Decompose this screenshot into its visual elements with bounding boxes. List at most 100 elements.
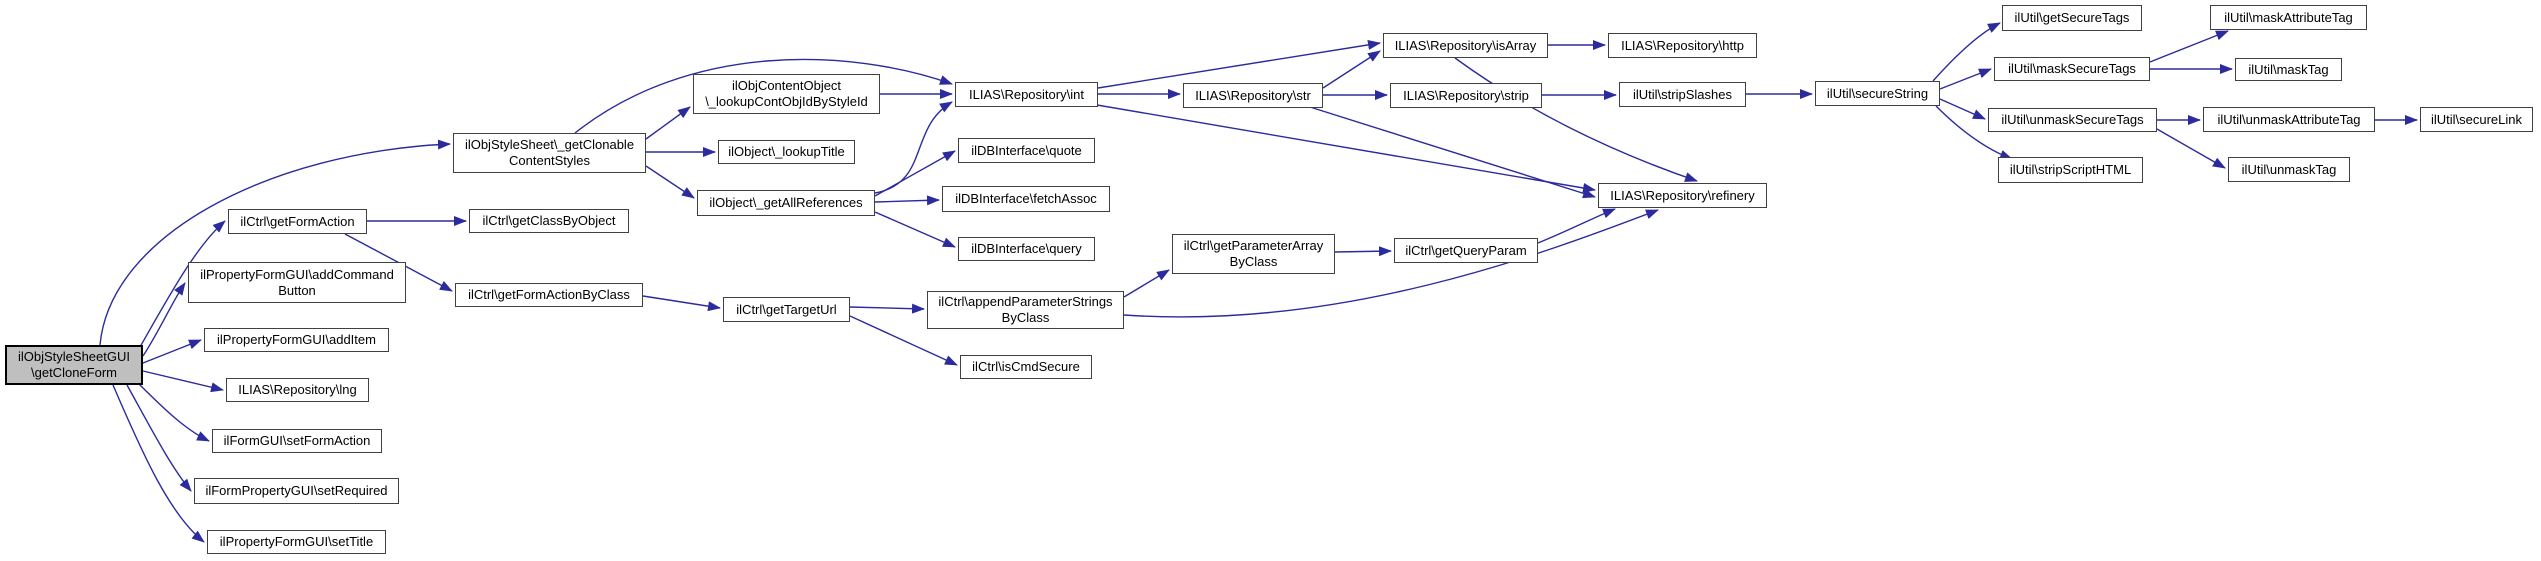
node-str[interactable]: ILIAS\Repository\str (1183, 83, 1323, 108)
node-setFormAction[interactable]: ilFormGUI\setFormAction (212, 429, 382, 453)
edge-getCloneForm-getClonableContentStyles (99, 139, 451, 346)
node-unmaskAttributeTag[interactable]: ilUtil\unmaskAttributeTag (2203, 107, 2375, 132)
node-getCloneForm[interactable]: ilObjStyleSheetGUI\getCloneForm (5, 345, 143, 385)
node-lng[interactable]: ILIAS\Repository\lng (226, 378, 369, 402)
node-label: ilDBInterface\quote (971, 142, 1082, 158)
node-label: ilObjStyleSheet\_getClonable (464, 137, 635, 152)
edges-group (99, 22, 2418, 543)
node-label: ilUtil\stripScriptHTML (2009, 162, 2132, 177)
node-label: ilUtil\unmaskSecureTags (2001, 112, 2144, 127)
edge-appendParameterStringsByClass-refinery (1123, 209, 1659, 318)
node-label: ilObjContentObject (731, 78, 842, 93)
node-query[interactable]: ilDBInterface\query (958, 237, 1095, 261)
node-strip[interactable]: ILIAS\Repository\strip (1390, 83, 1542, 108)
node-label: ilUtil\getSecureTags (2014, 10, 2130, 25)
node-label: ILIAS\Repository\isArray (1394, 37, 1537, 53)
edge-getCloneForm-setRequired (126, 384, 192, 492)
node-label: ilUtil\unmaskTag (2241, 161, 2337, 177)
node-label: ilPropertyFormGUI\addCommand (200, 266, 394, 282)
edge-getCloneForm-addItem (142, 339, 202, 364)
edge-isArray-refinery (1454, 57, 1698, 182)
node-lookupContObjIdByStyleId[interactable]: ilObjContentObject\_lookupContObjIdBySty… (693, 74, 880, 114)
node-getClassByObject[interactable]: ilCtrl\getClassByObject (469, 209, 629, 233)
edge-int-isArray (1097, 39, 1381, 89)
node-label: ILIAS\Repository\lng (238, 382, 357, 397)
edge-maskSecureTags-maskAttributeTag (2149, 30, 2229, 63)
edge-getParameterArrayByClass-getQueryParam (1334, 246, 1392, 257)
edge-getTargetUrl-isCmdSecure (849, 315, 958, 366)
node-label: ilUtil\stripSlashes (1633, 86, 1732, 102)
node-label: ilUtil\secureLink (2430, 111, 2523, 127)
edge-getAllReferences-fetchAssoc (874, 195, 940, 206)
node-quote[interactable]: ilDBInterface\quote (958, 138, 1095, 163)
node-label: ByClass (1001, 310, 1050, 325)
node-label: ilPropertyFormGUI\addItem (217, 332, 376, 347)
node-maskAttributeTag[interactable]: ilUtil\maskAttributeTag (2210, 5, 2367, 30)
node-maskTag[interactable]: ilUtil\maskTag (2235, 58, 2342, 81)
node-label: ilUtil\secureString (1826, 85, 1929, 101)
node-label: ilCtrl\getFormActionByClass (468, 287, 630, 302)
node-label: ilCtrl\getQueryParam (1405, 242, 1527, 258)
edge-int-refinery (1096, 104, 1596, 193)
node-getAllReferences[interactable]: ilObject\_getAllReferences (697, 190, 875, 216)
node-secureLink[interactable]: ilUtil\secureLink (2420, 107, 2533, 132)
node-setRequired[interactable]: ilFormPropertyGUI\setRequired (194, 478, 399, 504)
edge-secureString-maskSecureTags (1939, 68, 1992, 90)
node-http[interactable]: ILIAS\Repository\http (1608, 33, 1757, 58)
node-label: ilObject\_lookupTitle (728, 144, 845, 159)
edge-getClonableContentStyles-int (574, 58, 953, 134)
edge-getCloneForm-setTitle (112, 384, 205, 543)
node-label: ILIAS\Repository\refinery (1610, 187, 1755, 203)
node-isArray[interactable]: ILIAS\Repository\isArray (1383, 33, 1548, 58)
node-label: ilUtil\maskSecureTags (2008, 61, 2136, 76)
node-addItem[interactable]: ilPropertyFormGUI\addItem (204, 328, 389, 352)
node-label: \getCloneForm (31, 365, 117, 380)
node-stripSlashes[interactable]: ilUtil\stripSlashes (1619, 82, 1746, 107)
node-label: \_lookupContObjIdByStyleId (705, 94, 868, 109)
node-fetchAssoc[interactable]: ilDBInterface\fetchAssoc (942, 186, 1110, 212)
node-label: ilCtrl\getTargetUrl (736, 301, 837, 317)
node-label: ilUtil\unmaskAttributeTag (2217, 111, 2361, 127)
node-label: Button (278, 282, 316, 298)
node-label: ILIAS\Repository\strip (1403, 87, 1529, 103)
node-label: ilFormPropertyGUI\setRequired (205, 483, 388, 498)
edge-unmaskSecureTags-unmaskTag (2156, 128, 2226, 169)
edge-getAllReferences-int (874, 101, 953, 194)
node-lookupTitle[interactable]: ilObject\_lookupTitle (718, 140, 855, 164)
edge-secureString-getSecureTags (1932, 22, 2001, 82)
node-stripScriptHTML[interactable]: ilUtil\stripScriptHTML (1998, 157, 2143, 183)
edge-getAllReferences-query (874, 211, 956, 248)
edge-getClonableContentStyles-lookupContObjIdByStyleId (645, 106, 691, 140)
node-label: ContentStyles (509, 153, 590, 168)
edge-getCloneForm-setFormAction (137, 382, 210, 442)
node-setTitle[interactable]: ilPropertyFormGUI\setTitle (207, 530, 386, 554)
edge-getCloneForm-addCommandButton (142, 282, 186, 357)
node-label: ilCtrl\isCmdSecure (972, 359, 1080, 374)
node-maskSecureTags[interactable]: ilUtil\maskSecureTags (1994, 57, 2150, 81)
node-getQueryParam[interactable]: ilCtrl\getQueryParam (1394, 238, 1538, 263)
node-label: ilCtrl\getFormAction (240, 213, 355, 229)
node-getTargetUrl[interactable]: ilCtrl\getTargetUrl (723, 297, 850, 322)
edge-getClonableContentStyles-getAllReferences (645, 165, 695, 199)
edge-getTargetUrl-appendParameterStringsByClass (849, 303, 925, 314)
node-label: ILIAS\Repository\str (1195, 87, 1311, 103)
node-refinery[interactable]: ILIAS\Repository\refinery (1598, 183, 1767, 208)
node-getFormAction[interactable]: ilCtrl\getFormAction (228, 209, 367, 234)
edge-getCloneForm-lng (142, 370, 224, 393)
node-isCmdSecure[interactable]: ilCtrl\isCmdSecure (960, 355, 1092, 379)
node-unmaskTag[interactable]: ilUtil\unmaskTag (2228, 157, 2350, 182)
node-int[interactable]: ILIAS\Repository\int (955, 82, 1098, 107)
node-unmaskSecureTags[interactable]: ilUtil\unmaskSecureTags (1988, 108, 2157, 132)
node-secureString[interactable]: ilUtil\secureString (1815, 81, 1940, 106)
node-label: ILIAS\Repository\int (969, 86, 1084, 102)
node-getFormActionByClass[interactable]: ilCtrl\getFormActionByClass (455, 283, 643, 307)
node-label: ilCtrl\getClassByObject (482, 213, 616, 228)
node-getSecureTags[interactable]: ilUtil\getSecureTags (2002, 5, 2142, 31)
node-label: ilObject\_getAllReferences (709, 195, 863, 210)
